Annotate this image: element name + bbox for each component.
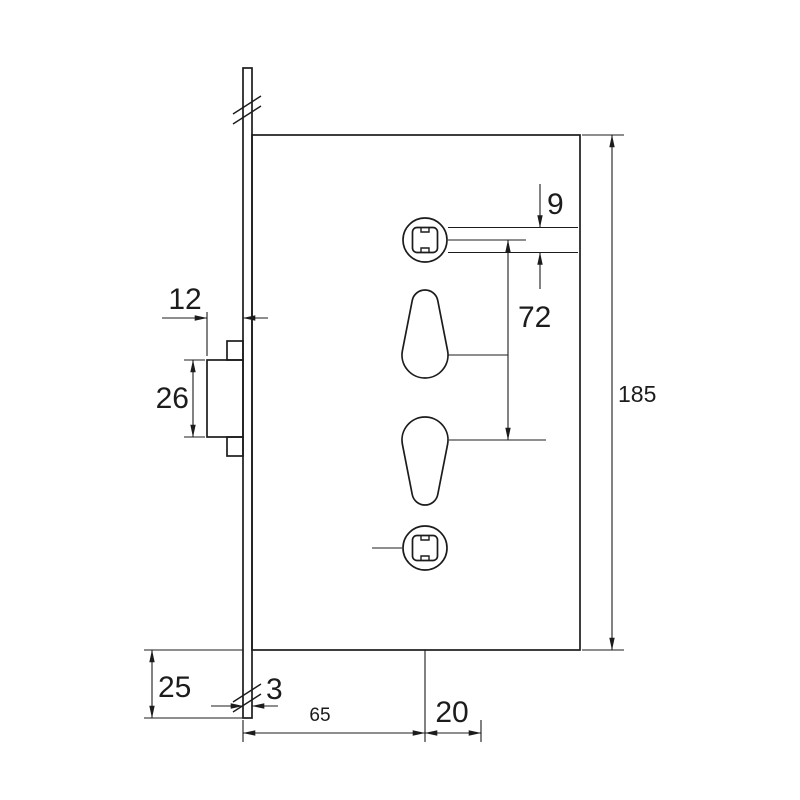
dim-label-follower-box-depth: 12 [168,283,201,316]
dim-label-faceplate-extension: 25 [158,671,191,704]
dim-follower-box-depth: 12 [162,283,268,356]
dim-label-axis-offset: 20 [435,696,468,729]
dim-label-case-height: 185 [618,381,656,407]
spindle-hole-top [402,217,448,263]
dim-case-height: 185 [582,134,656,651]
faceplate [242,67,253,719]
faceplate-break-marks [232,95,262,713]
dim-faceplate-thickness: 3 [211,673,283,709]
follower-box-upper-step [226,340,244,361]
spindle-hole-bottom [372,525,448,571]
dim-label-follower-box-height: 26 [156,382,189,415]
follower-box [206,359,244,438]
dim-backset: 65 [242,650,426,742]
dim-follower-box-height: 26 [156,359,205,438]
dim-spindle-square: 9 [448,184,578,289]
dim-label-spindle-to-cylinder: 72 [518,301,551,334]
cylinder-hole-lower [401,416,449,506]
follower-box-lower-step [226,436,244,457]
cylinder-hole-upper [401,289,449,379]
dim-axis-offset: 20 [424,696,482,742]
dim-label-backset: 65 [309,705,330,726]
dim-label-faceplate-thickness: 3 [266,673,283,706]
lock-parts [206,67,581,719]
dim-spindle-to-cylinder: 72 [448,239,551,441]
dim-label-spindle-square: 9 [547,188,564,221]
lock-body [251,134,581,651]
dim-faceplate-extension: 25 [144,649,243,719]
